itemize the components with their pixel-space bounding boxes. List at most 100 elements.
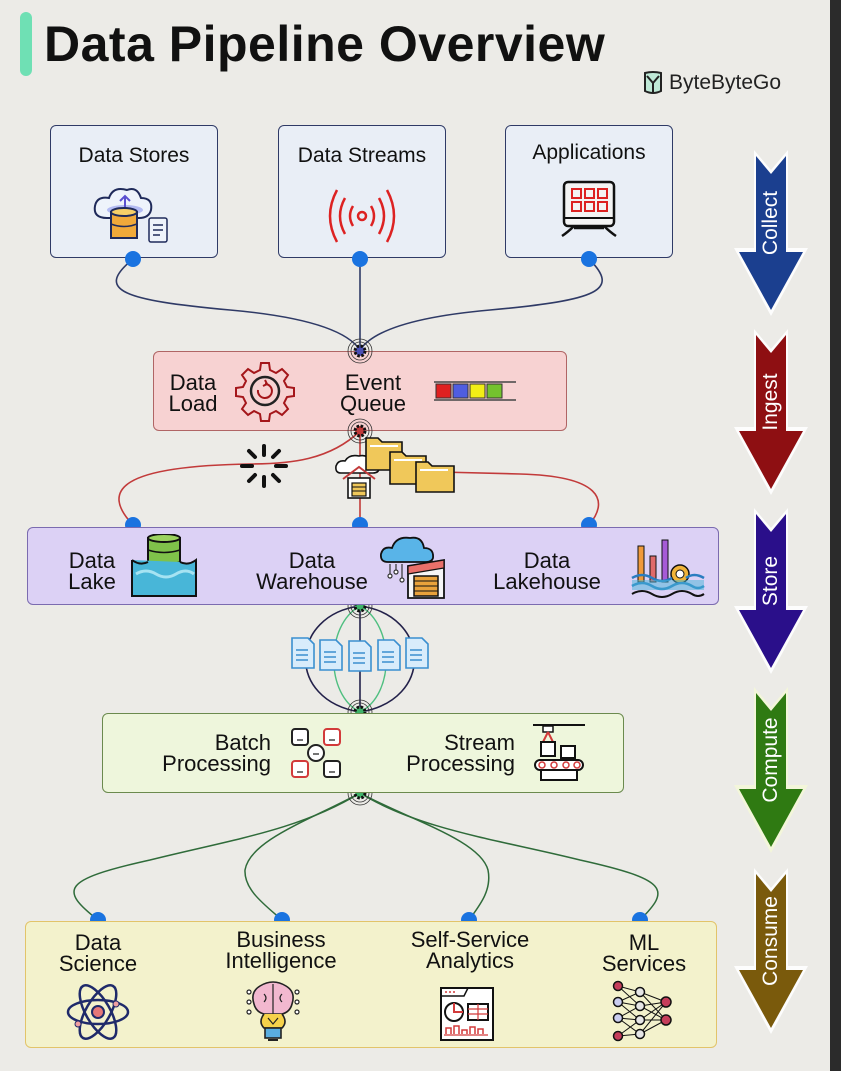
label-line: Queue	[339, 391, 407, 416]
label-line: Data	[523, 548, 571, 573]
cloud-database-icon	[93, 188, 168, 243]
label-line: Processing	[406, 751, 515, 776]
connector-applications	[359, 258, 603, 351]
label-line: Processing	[162, 751, 271, 776]
connector-data-stores	[115, 258, 361, 351]
title-accent-bar	[20, 12, 32, 76]
conveyor-icon	[533, 724, 585, 781]
label-line: Self-Service	[410, 927, 530, 952]
queue-item	[469, 383, 486, 399]
connector-self-service-analytics	[359, 792, 490, 921]
source-data-streams[interactable]: Data Streams	[278, 125, 446, 258]
data-lake-label: Data Lake	[62, 548, 122, 594]
folders-icon	[365, 437, 455, 493]
label-line: Event	[344, 370, 402, 395]
connector-business-intelligence	[244, 792, 361, 921]
database-water-icon	[131, 534, 197, 597]
atom-icon	[66, 984, 130, 1040]
batch-nodes-icon	[291, 728, 341, 778]
stage-label: Collect	[759, 190, 782, 255]
hub-gear-icon	[347, 418, 373, 444]
label-line: Data	[169, 370, 217, 395]
label-line: Lake	[68, 569, 116, 594]
source-data-stores[interactable]: Data Stores	[50, 125, 218, 258]
queue-icon	[434, 381, 516, 401]
stage-label: Ingest	[759, 373, 782, 431]
label-line: Lakehouse	[493, 569, 601, 594]
connector-node	[581, 251, 597, 267]
stage-arrow-body	[739, 874, 803, 1028]
stage-arrow-store: Store	[732, 506, 810, 676]
stage-arrow-body	[739, 156, 803, 310]
down-arrow-icon	[734, 329, 808, 495]
stage-arrow-body	[739, 335, 803, 489]
label-line: Stream	[444, 730, 515, 755]
label-line: Business	[236, 927, 326, 952]
stage-arrow-ingest: Ingest	[732, 327, 810, 497]
dashboard-icon	[440, 987, 494, 1041]
page-title: Data Pipeline Overview	[44, 16, 606, 72]
hub-gear-icon	[347, 338, 373, 364]
label-line: Intelligence	[225, 948, 337, 973]
bytebytego-logo-icon	[644, 71, 662, 94]
brain-bulb-icon	[246, 981, 300, 1041]
consume-layer: Data Science Business Intelligence Self-…	[25, 921, 717, 1048]
data-lakehouse-label: Data Lakehouse	[482, 548, 612, 594]
label-line: Data	[68, 548, 116, 573]
queue-item	[435, 383, 452, 399]
connector-ml-services	[359, 792, 659, 921]
source-applications[interactable]: Applications	[505, 125, 673, 258]
broadcast-signal-icon	[328, 189, 396, 243]
compute-layer: Batch Processing Stream Processing	[102, 713, 624, 793]
app-grid-icon	[561, 180, 617, 238]
stage-arrow-consume: Consume	[732, 866, 810, 1036]
connector-node	[125, 251, 141, 267]
label-line: ML	[628, 930, 660, 955]
data-warehouse-label: Data Warehouse	[244, 548, 380, 594]
store-layer: Data Lake Data Warehouse Data Lakehouse	[27, 527, 719, 605]
gear-refresh-icon	[235, 362, 295, 422]
label-line: Data	[288, 548, 336, 573]
down-arrow-icon	[734, 150, 808, 316]
right-edge-strip	[830, 0, 841, 1071]
event-queue-label: Event Queue	[332, 370, 414, 416]
down-arrow-icon	[734, 868, 808, 1034]
label-line: Load	[168, 391, 218, 416]
label-line: Data	[74, 930, 122, 955]
label-line: Analytics	[425, 948, 515, 973]
cloud-warehouse-icon	[379, 536, 445, 599]
stage-label: Store	[759, 555, 782, 606]
stage-arrow-compute: Compute	[732, 685, 810, 855]
stage-label: Compute	[759, 717, 782, 803]
source-label: Data Stores	[78, 144, 190, 167]
label-line: Science	[58, 951, 138, 976]
business-intelligence-label: Business Intelligence	[216, 927, 346, 973]
data-load-label: Data Load	[166, 370, 220, 416]
stage-arrow-body	[739, 693, 803, 847]
batch-processing-label: Batch Processing	[131, 730, 271, 776]
chart-gear-water-icon	[631, 539, 705, 598]
label-line: Batch	[214, 730, 271, 755]
stream-processing-label: Stream Processing	[373, 730, 515, 776]
label-line: Warehouse	[256, 569, 368, 594]
connector-data-science	[73, 792, 361, 921]
stage-arrow-body	[739, 514, 803, 668]
down-arrow-icon	[734, 687, 808, 853]
loading-spinner-icon	[240, 444, 288, 488]
connector-node	[352, 251, 368, 267]
brand-logo: ByteByteGo	[642, 70, 781, 96]
connector-data-lakehouse	[439, 471, 600, 526]
queue-item	[452, 383, 469, 399]
ml-services-label: ML Services	[586, 930, 702, 976]
stage-label: Consume	[759, 895, 782, 986]
source-label: Data Streams	[297, 144, 427, 167]
documents-icon	[291, 637, 429, 672]
label-line: Services	[601, 951, 687, 976]
down-arrow-icon	[734, 508, 808, 674]
source-label: Applications	[532, 141, 646, 164]
stage-arrow-collect: Collect	[732, 148, 810, 318]
data-science-label: Data Science	[48, 930, 148, 976]
queue-item	[486, 383, 503, 399]
neural-network-icon	[612, 980, 672, 1042]
self-service-analytics-label: Self-Service Analytics	[396, 927, 544, 973]
